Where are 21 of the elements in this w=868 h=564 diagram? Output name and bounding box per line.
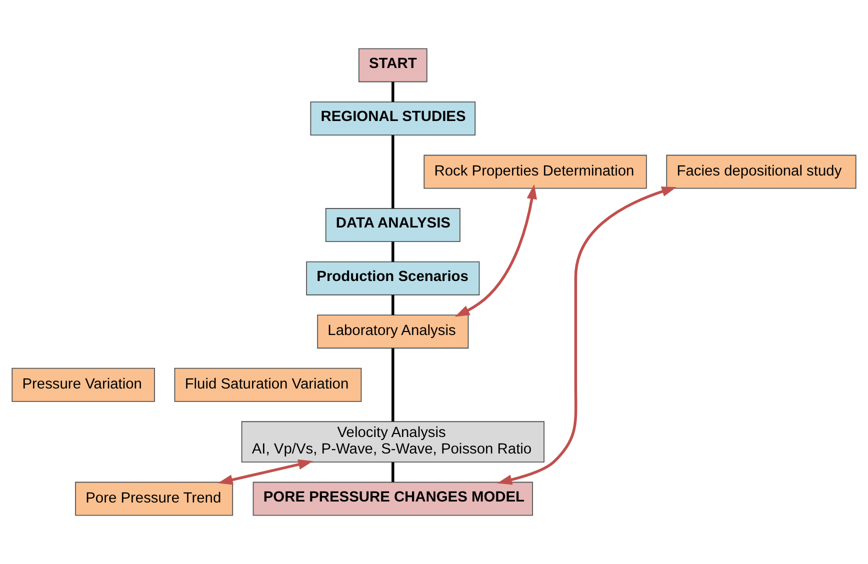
node-box: Velocity Analysis AI, Vp/Vs, P-Wave, S-Wave, Poisson Ratio	[241, 421, 544, 462]
connector	[392, 82, 394, 102]
connector	[392, 462, 394, 482]
arrow	[497, 186, 677, 485]
arrow	[454, 184, 537, 317]
node-box: DATA ANALYSIS	[325, 208, 460, 242]
connector	[392, 242, 394, 262]
node-box: Production Scenarios	[306, 261, 480, 296]
node-box: Fluid Saturation Variation	[174, 368, 362, 402]
node-box: Pore Pressure Trend	[75, 482, 234, 516]
arrow	[218, 459, 314, 485]
connector	[392, 294, 394, 316]
node-box: PORE PRESSURE CHANGES MODEL	[252, 482, 533, 516]
node-box: REGIONAL STUDIES	[310, 102, 476, 136]
node-box: Pressure Variation	[12, 368, 155, 402]
node-box: Rock Properties Determination	[424, 154, 647, 189]
connector	[392, 348, 394, 422]
node-box: Facies depositional study	[666, 154, 856, 189]
connector	[392, 135, 394, 208]
node-box: Laboratory Analysis	[317, 314, 469, 349]
node-box: START	[358, 48, 428, 82]
